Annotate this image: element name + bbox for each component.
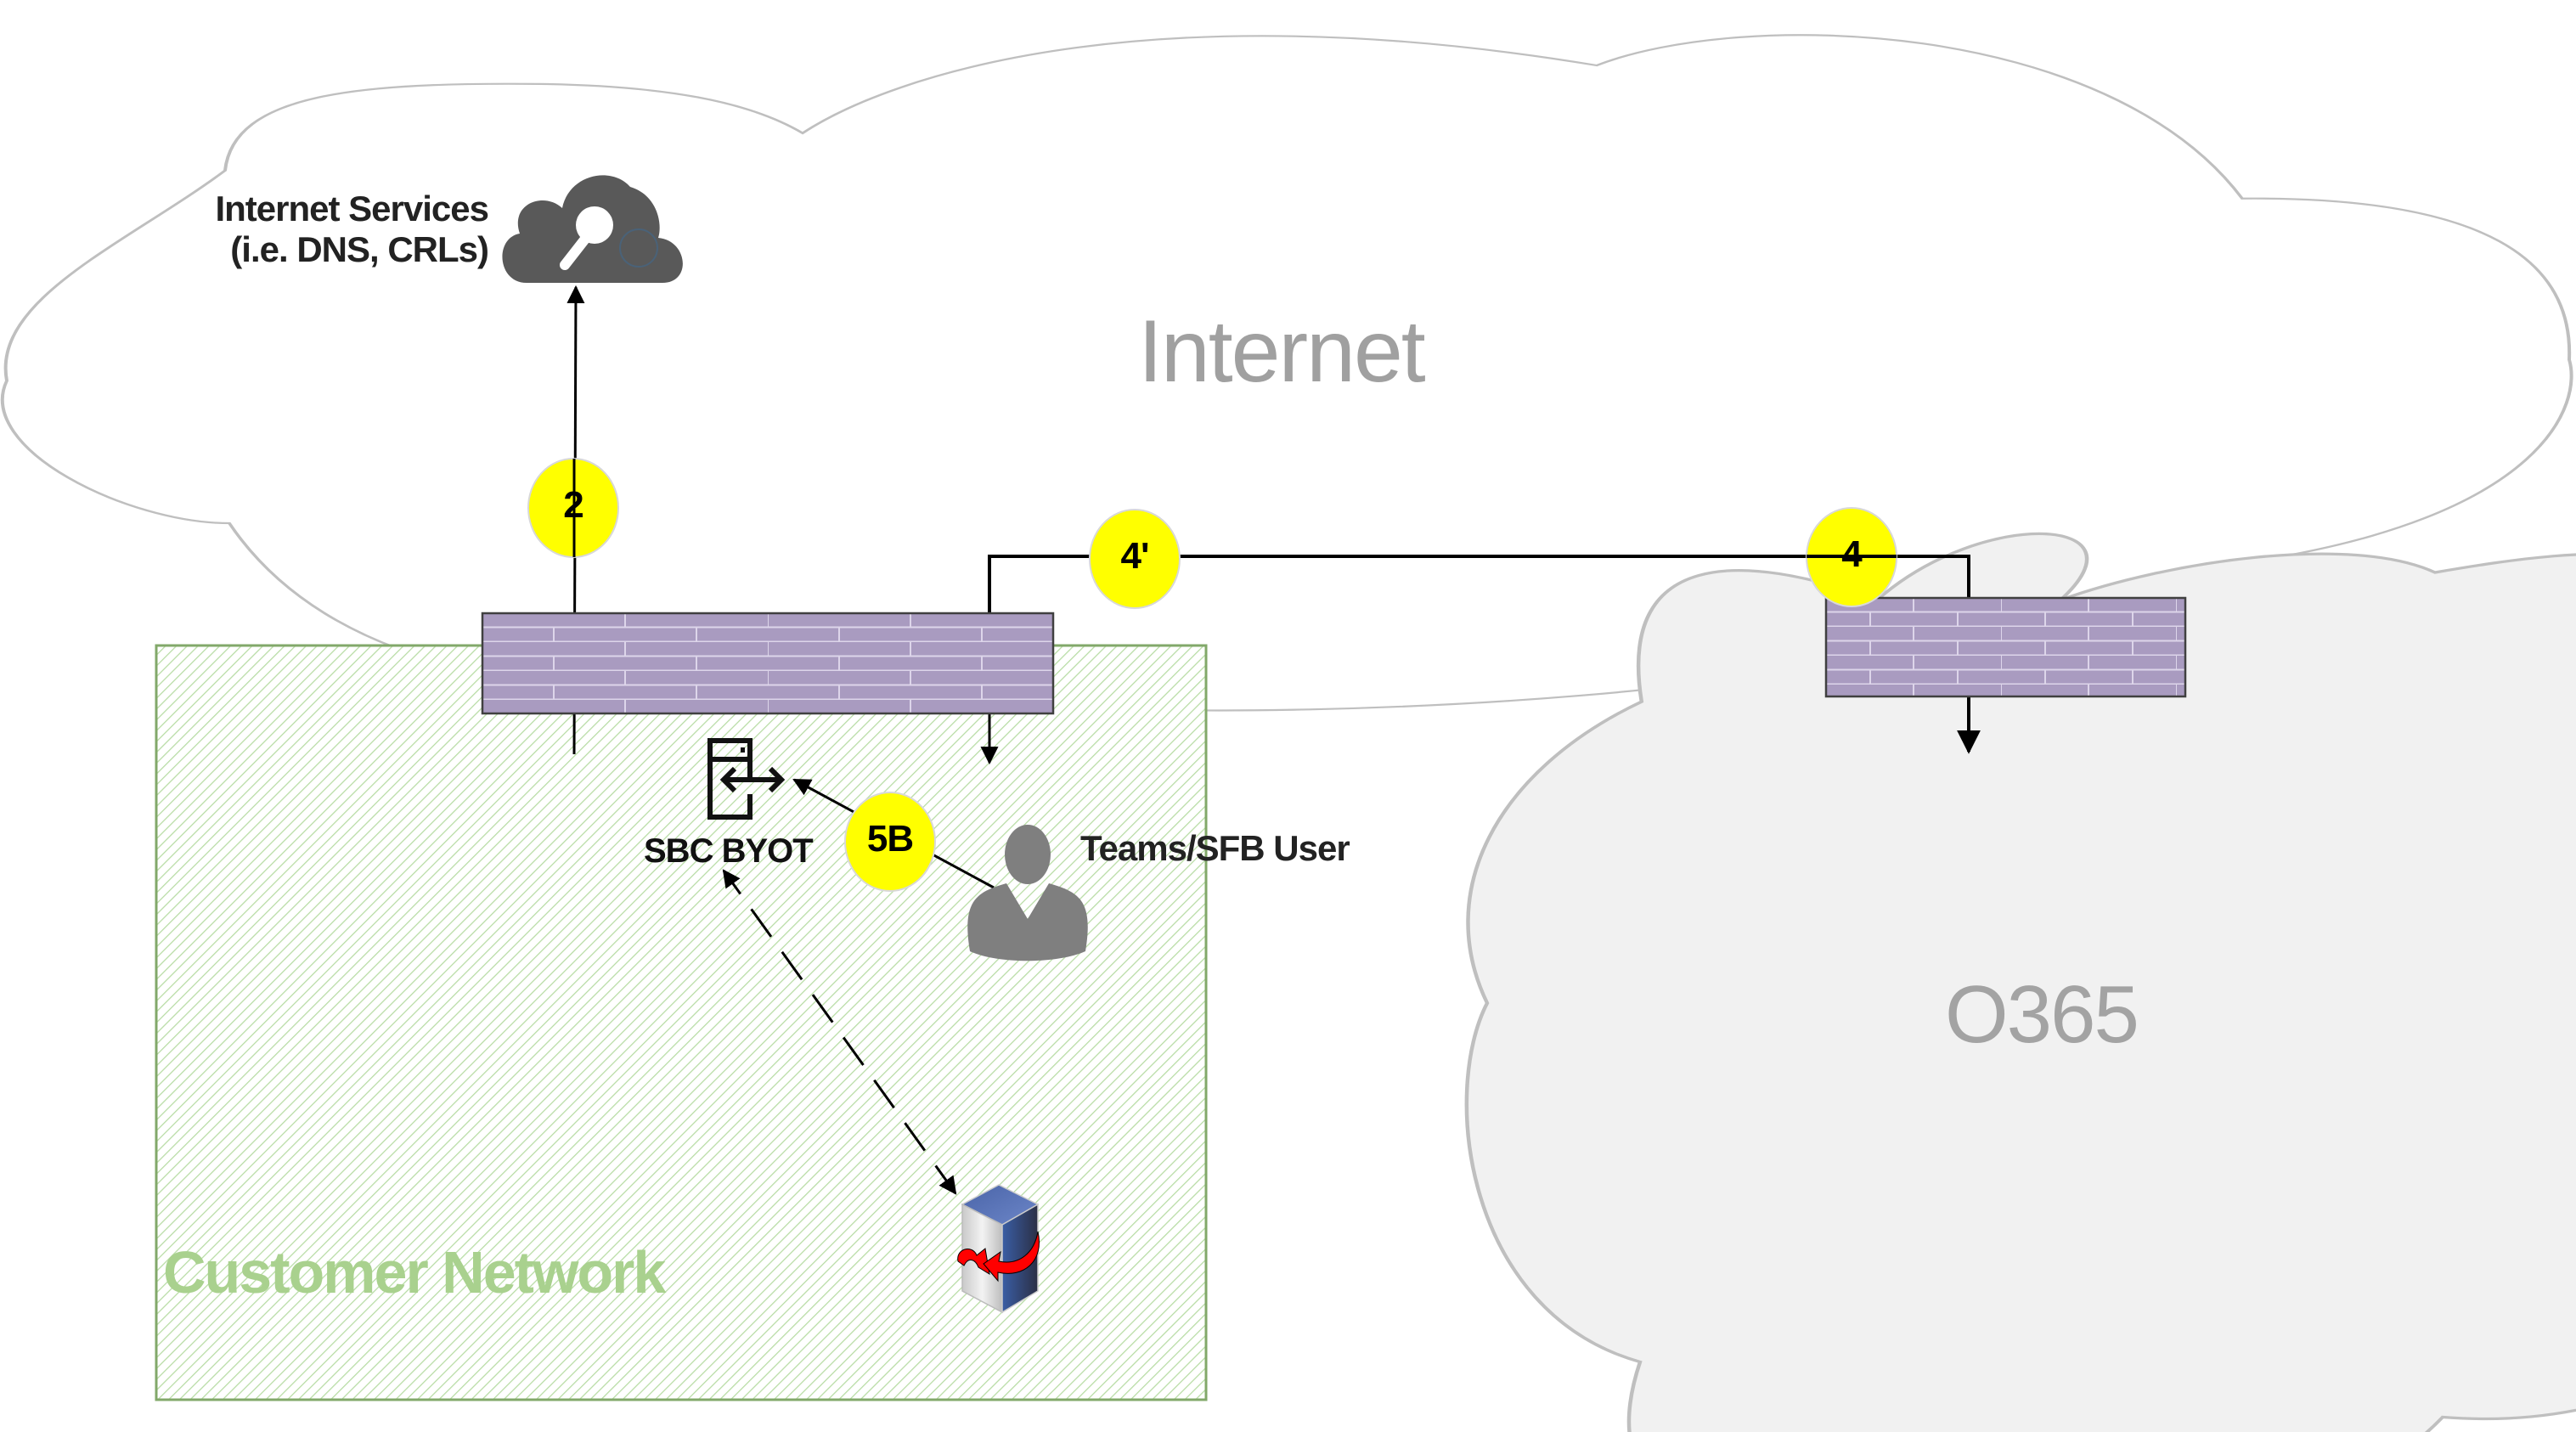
server-3d-icon <box>957 1184 1040 1314</box>
firewall-customer-icon <box>481 612 1055 715</box>
internet-services-title: Internet Services <box>215 189 489 228</box>
user-label: Teams/SFB User <box>1080 828 1350 868</box>
user-icon <box>967 825 1088 961</box>
internet-services-label: Internet Services (i.e. DNS, CRLs) <box>183 189 489 270</box>
connector-dashed-server-sbc <box>722 869 957 1195</box>
step-2-label: 2 <box>563 484 583 526</box>
step-4prime-label: 4' <box>1120 535 1150 577</box>
step-4-label: 4 <box>1841 533 1862 575</box>
internet-zone-label: Internet <box>1138 302 1426 401</box>
server-exchange-icon <box>707 738 786 820</box>
o365-cloud <box>1464 532 2576 1432</box>
connector-step-4 <box>988 555 1970 613</box>
firewall-o365-icon <box>1824 596 2187 698</box>
internet-services-subtitle: (i.e. DNS, CRLs) <box>230 229 489 269</box>
step-5b-label: 5B <box>866 818 914 860</box>
cloud-search-icon <box>502 175 683 283</box>
customer-network-label: Customer Network <box>163 1239 666 1305</box>
step-badge-4prime <box>1089 509 1181 609</box>
sbc-label: SBC BYOT <box>644 832 814 870</box>
o365-zone-label: O365 <box>1945 969 2139 1060</box>
step-badge-5b <box>844 792 936 892</box>
